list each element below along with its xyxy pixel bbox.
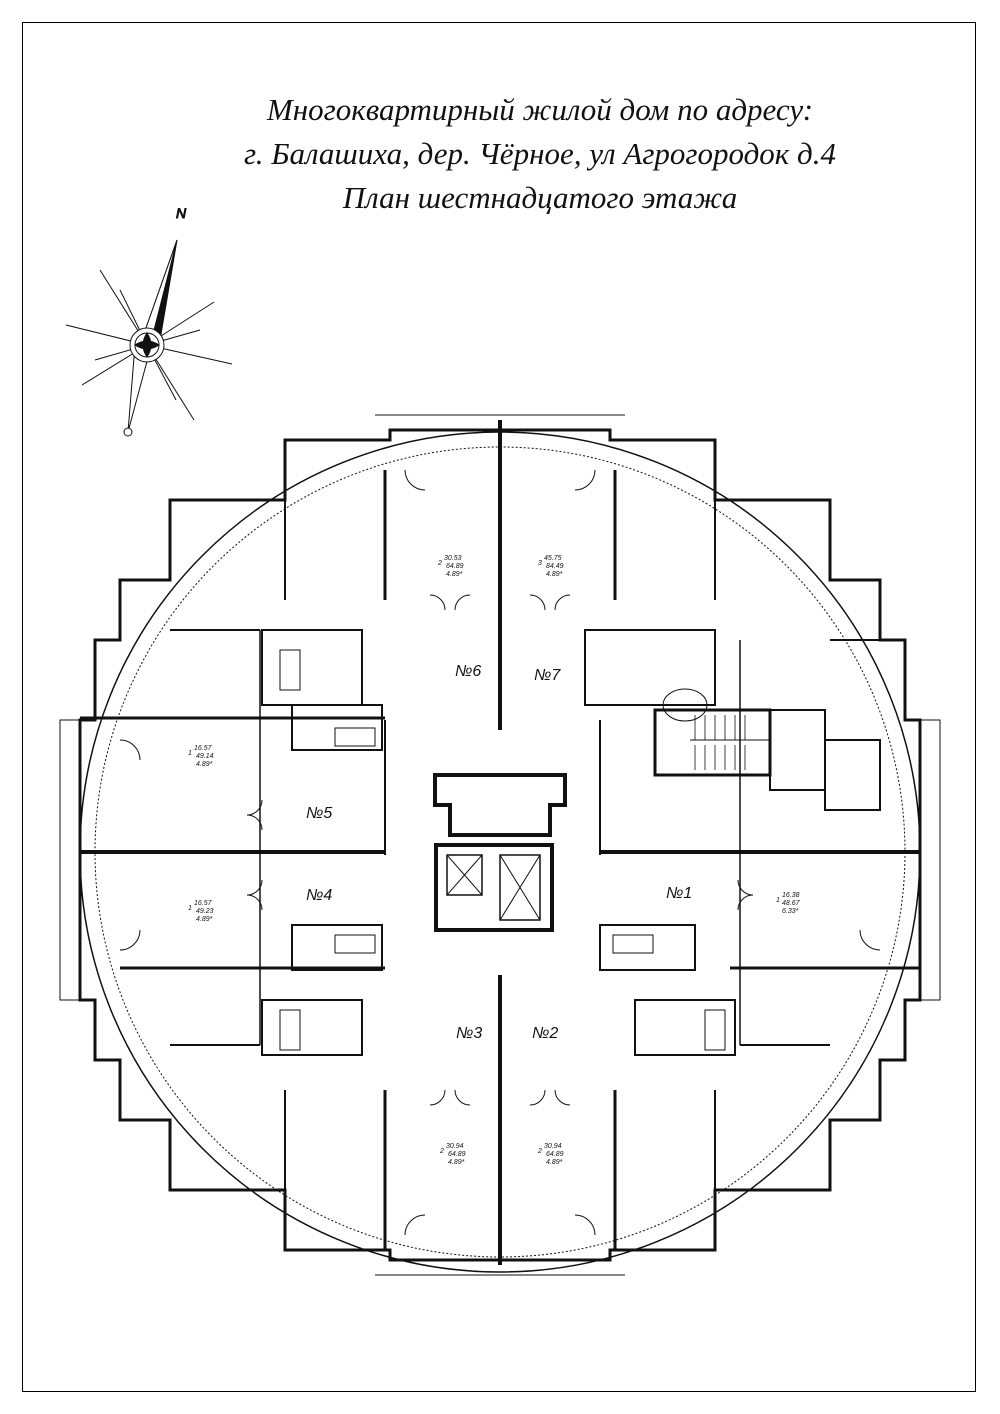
apartment-number: №1 — [666, 885, 692, 902]
apartment-total-area: 84.49 — [546, 563, 564, 570]
doors — [119, 469, 881, 1236]
apartment-ceiling: 4.89* — [448, 1159, 465, 1166]
bathroom-apt4 — [291, 924, 383, 971]
apartment-number: №6 — [455, 663, 481, 680]
apartment-4: №4 1 16.57 49.23 4.89* — [188, 887, 332, 923]
apartment-living-area: 16.57 — [194, 900, 213, 907]
apartment-ceiling: 4.89* — [196, 761, 213, 768]
apartment-6: №6 2 30.53 64.89 4.89* — [437, 555, 481, 680]
sheet-frame — [22, 22, 976, 1392]
elevator-shaft — [434, 843, 554, 932]
apartment-living-area: 16.57 — [194, 745, 213, 752]
compass-rose: N — [65, 205, 233, 437]
apartment-total-area: 64.89 — [546, 1151, 564, 1158]
apartment-living-area: 16.38 — [782, 892, 800, 899]
apartment-rooms: 3 — [538, 560, 542, 567]
building-core — [433, 708, 881, 932]
partition-walls — [80, 420, 920, 1265]
apartment-living-area: 30.94 — [446, 1143, 464, 1150]
apartment-total-area: 49.23 — [196, 908, 214, 915]
apartment-ceiling: 4.89* — [446, 571, 463, 578]
apartment-3: №3 2 30.94 64.89 4.89* — [439, 1025, 482, 1166]
bathrooms — [261, 629, 736, 1056]
elevator-car-2 — [499, 854, 541, 921]
apartment-rooms: 2 — [437, 560, 442, 567]
apartment-1: №1 1 16.38 48.67 6.33* — [666, 885, 801, 915]
bathroom-apt2 — [634, 999, 736, 1056]
apartment-ceiling: 4.89* — [546, 571, 563, 578]
apartment-number: №2 — [532, 1025, 558, 1042]
apartment-ceiling: 4.89* — [546, 1159, 563, 1166]
bathroom-apt5 — [291, 704, 383, 751]
title-line-2: г. Балашиха, дер. Чёрное, ул Агрогородок… — [244, 136, 836, 171]
apartment-rooms: 1 — [776, 897, 780, 904]
apartment-living-area: 30.53 — [444, 555, 462, 562]
apartment-total-area: 48.67 — [782, 900, 801, 907]
bathroom-apt7 — [584, 629, 716, 706]
bathroom-apt3 — [261, 999, 363, 1056]
title-line-3: План шестнадцатого этажа — [342, 180, 738, 215]
apartment-number: №4 — [306, 887, 332, 904]
apartment-rooms: 1 — [188, 750, 192, 757]
apartment-rooms: 2 — [439, 1148, 444, 1155]
title-line-1: Многоквартирный жилой дом по адресу: — [266, 92, 814, 127]
apartment-total-area: 49.14 — [196, 753, 214, 760]
apartment-ceiling: 6.33* — [782, 908, 799, 915]
staircase — [653, 708, 772, 777]
apartment-number: №7 — [534, 667, 561, 684]
apartment-number: №3 — [456, 1025, 482, 1042]
bathroom-apt6 — [261, 629, 363, 706]
apartment-5: №5 1 16.57 49.14 4.89* — [188, 745, 332, 822]
bathroom-apt1 — [599, 924, 696, 971]
apartment-rooms: 2 — [537, 1148, 542, 1155]
apartment-living-area: 45.75 — [544, 555, 562, 562]
apartment-living-area: 30.94 — [544, 1143, 562, 1150]
apartment-ceiling: 4.89* — [196, 916, 213, 923]
north-label: N — [176, 205, 187, 221]
apartment-number: №5 — [306, 805, 332, 822]
apartment-rooms: 1 — [188, 905, 192, 912]
apartment-labels: №6 2 30.53 64.89 4.89* №7 3 45.75 84.49 … — [188, 555, 801, 1166]
apartment-total-area: 64.89 — [448, 1151, 466, 1158]
apartment-2: №2 2 30.94 64.89 4.89* — [532, 1025, 564, 1166]
facade-wall — [78, 428, 922, 1262]
elevator-car-1 — [446, 854, 483, 896]
title-block: Многоквартирный жилой дом по адресу: г. … — [150, 88, 930, 220]
core-hall — [433, 773, 567, 837]
apartment-7: №7 3 45.75 84.49 4.89* — [534, 555, 564, 684]
apartment-total-area: 64.89 — [446, 563, 464, 570]
